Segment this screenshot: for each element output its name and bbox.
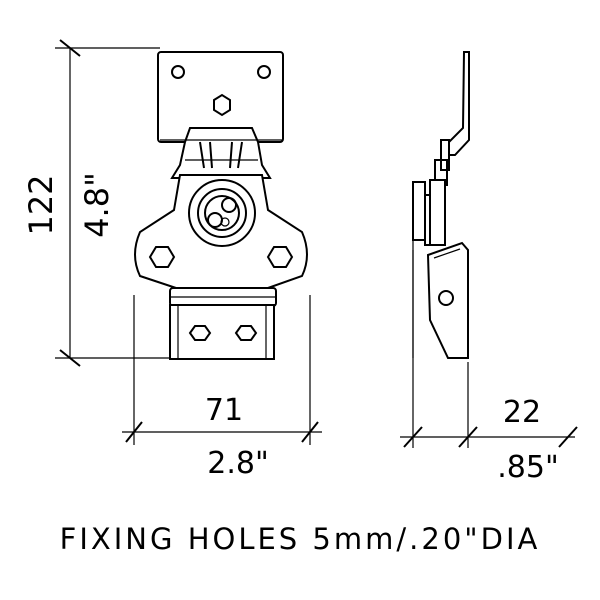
side-lever-edge [433,248,461,259]
width-dimension: 71 2.8" [122,295,322,481]
front-view [134,51,308,360]
tick-mark [403,426,423,448]
fixing-hole [257,65,271,79]
tick-mark [59,39,81,57]
depth-mm-label: 22 [503,395,541,430]
depth-in-label: .85" [497,450,559,485]
tick-mark [301,421,319,443]
side-hex-hole [148,246,176,268]
height-mm-label: 122 [22,174,60,235]
depth-dimension: 22 .85" [400,250,578,485]
side-pivot-hole [438,290,454,306]
turn-button-pin-small [220,217,230,227]
tick-mark [125,421,143,443]
fixing-holes-caption: FIXING HOLES 5mm/.20"DIA [59,522,541,556]
side-neck [434,159,448,186]
height-dimension: 122 4.8" [22,39,170,367]
side-upper-tab [448,51,470,156]
tick-mark [59,349,81,367]
hinge-slot [199,141,213,169]
side-hex-hole [266,246,294,268]
hinge-slot [229,141,243,169]
bottom-hex-hole [234,325,258,341]
turn-button-inner [197,188,247,238]
turn-button-pin [221,197,237,213]
side-base-plate [412,181,426,241]
hex-rivet [213,93,231,117]
fixing-hole [171,65,185,79]
tick-mark [558,426,578,448]
bottom-hex-hole [188,325,212,341]
bottom-catch-plate [169,304,275,360]
width-mm-label: 71 [205,393,243,428]
side-body-block [429,179,446,246]
width-in-label: 2.8" [207,446,269,481]
side-view [412,51,470,359]
side-lever-body [426,241,469,359]
turn-button-core [204,195,240,231]
hinge-neck [170,127,272,179]
tick-mark [458,426,478,448]
height-in-label: 4.8" [78,172,116,238]
